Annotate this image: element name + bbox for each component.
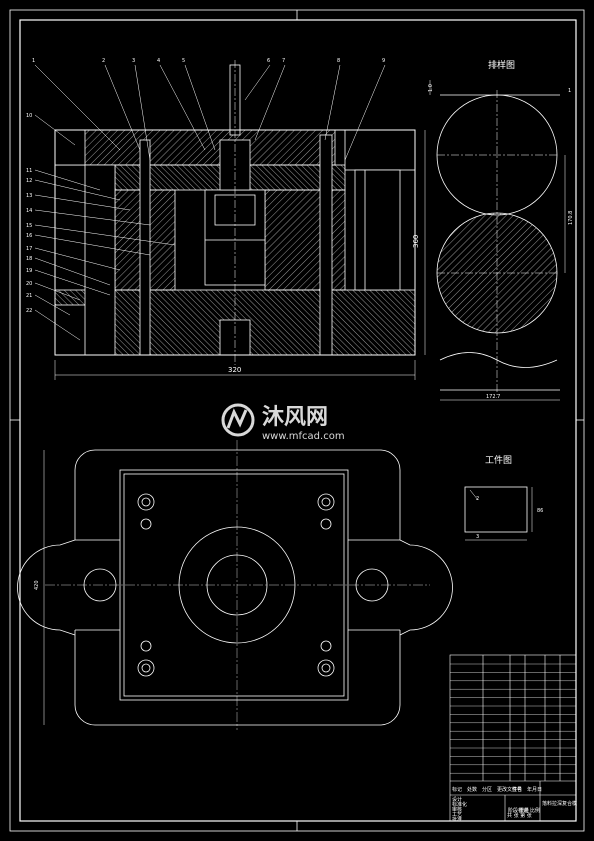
workpiece-drawing <box>464 486 533 541</box>
layout-edge-dim: 1 <box>568 88 571 94</box>
title-row-label: 更改文件号 <box>497 786 522 793</box>
title-sign-label: 标准化 <box>452 801 467 808</box>
title-drawing-name: 落料拉深复合模 <box>542 800 577 807</box>
title-row-label: 标记 <box>452 786 462 793</box>
part-callout-label: 1 <box>32 58 35 64</box>
title-stage-label: 阶段标记 <box>508 807 528 814</box>
part-callout-label: 20 <box>26 281 32 287</box>
part-callout-label: 21 <box>26 293 32 299</box>
section-width-dim: 320 <box>228 366 241 374</box>
layout-top-dim: 1.0 <box>428 84 434 92</box>
section-height-dim: 360 <box>412 235 420 248</box>
watermark-brand: 沐风网 <box>262 405 328 430</box>
parts-list-table <box>449 654 577 822</box>
title-sign-label: 设计 <box>452 796 462 803</box>
part-callout-label: 22 <box>26 308 32 314</box>
part-callout-label: 6 <box>267 58 270 64</box>
callout-leaders <box>34 64 386 341</box>
workpiece-cup <box>464 486 528 533</box>
part-callout-label: 5 <box>182 58 185 64</box>
strip-layout-diagram <box>429 80 566 401</box>
part-callout-label: 10 <box>26 113 32 119</box>
title-sign-label: 审核 <box>452 806 462 813</box>
upper-die-plate <box>54 129 336 166</box>
bolt-holes <box>137 493 335 677</box>
workpiece-dim-h: 2 <box>476 496 479 502</box>
title-sign-label: 工艺 <box>452 812 462 818</box>
sheet-border <box>9 9 585 832</box>
plan-inner-plate <box>119 469 349 701</box>
parts-list-rows <box>450 663 576 774</box>
part-callout-label: 18 <box>26 256 32 262</box>
workpiece-dim-side: 86 <box>537 508 543 514</box>
mf-logo-icon <box>221 403 255 437</box>
part-callout-label: 15 <box>26 223 32 229</box>
layout-pitch-dim: 170.8 <box>568 211 574 225</box>
layout-diagram-title: 排样图 <box>488 59 515 71</box>
part-callout-label: 13 <box>26 193 32 199</box>
die-block-right <box>264 189 346 291</box>
title-sign-label: 批准 <box>452 816 462 823</box>
title-row-label: 分区 <box>482 786 492 793</box>
part-callout-label: 7 <box>282 58 285 64</box>
section-view <box>34 60 426 380</box>
title-row-labels: 标记处数分区更改文件号签名年月日 <box>452 786 542 793</box>
lug-left <box>17 539 76 636</box>
part-callout-label: 4 <box>157 58 160 64</box>
guide-post-left <box>84 164 116 356</box>
part-callout-label: 17 <box>26 246 32 252</box>
workpiece-dim-bottom: 3 <box>476 534 479 540</box>
bolt-right <box>319 134 333 356</box>
layout-width-dim: 172.7 <box>486 394 500 400</box>
plan-view <box>17 440 453 730</box>
part-callout-label: 19 <box>26 268 32 274</box>
part-callout-label: 3 <box>132 58 135 64</box>
part-callout-label: 12 <box>26 178 32 184</box>
bolt-left <box>139 139 151 356</box>
part-callout-label: 9 <box>382 58 385 64</box>
guide-post-right <box>344 129 416 171</box>
title-row-label: 年月日 <box>527 786 542 793</box>
lug-right <box>399 539 453 636</box>
part-callout-label: 16 <box>26 233 32 239</box>
part-callout-label: 14 <box>26 208 32 214</box>
title-sheet-info: 共 张 第 张 <box>507 812 532 819</box>
title-stage-label: 重量 <box>519 807 529 814</box>
title-stage-label: 比例 <box>530 807 540 814</box>
workpiece-title: 工件图 <box>485 454 512 466</box>
part-callout-label: 11 <box>26 168 32 174</box>
part-callout-label: 2 <box>102 58 105 64</box>
part-callout-label: 8 <box>337 58 340 64</box>
title-stage-labels: 阶段标记重量比例 <box>508 807 540 814</box>
watermark-url: www.mfcad.com <box>262 431 345 442</box>
title-row-label: 签名 <box>512 786 522 793</box>
title-row-label: 处数 <box>467 786 477 793</box>
plan-height-dim: 420 <box>34 580 40 590</box>
